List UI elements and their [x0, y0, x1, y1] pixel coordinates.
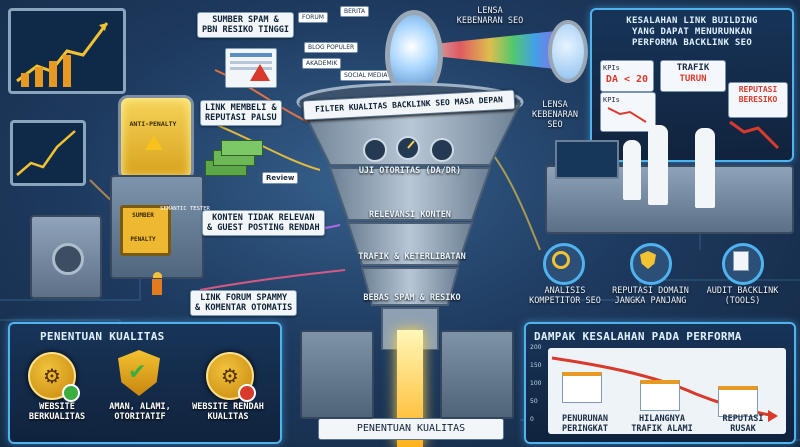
desk-monitor: [555, 140, 619, 179]
semantic-tester-label: SEMANTIC TESTER: [160, 206, 210, 212]
stage-authority: UJI OTORITAS (DA/DR): [358, 166, 462, 176]
quality-title: PENENTUAN KUALITAS: [40, 330, 165, 343]
impact-window-2-icon: [640, 380, 680, 411]
y-tick-100: 100: [530, 380, 542, 387]
server-rack-left: [300, 330, 374, 419]
quality-item-3: WEBSITE RENDAH KUALITAS: [192, 402, 264, 422]
shield-icon: [640, 251, 656, 269]
quality-item-1: WEBSITE BERKUALITAS: [28, 402, 86, 422]
irrelevant-content-label: KONTEN TIDAK RELEVAN & GUEST POSTING REN…: [202, 210, 325, 236]
impact-title: DAMPAK KESALAHAN PADA PERFORMA: [534, 330, 742, 343]
kpi-traffic-head: TRAFIK: [676, 63, 710, 73]
search-doc-icon: [733, 251, 749, 271]
scientist-figure-3: [695, 128, 715, 208]
lens-right: [548, 20, 588, 83]
impact-window-1-icon: [562, 372, 602, 403]
tool-audit-label: AUDIT BACKLINK (TOOLS): [706, 286, 779, 306]
kpi-chart-head: KPIs: [603, 96, 620, 104]
tag-berita: BERITA: [340, 6, 370, 17]
down-trend-chart: [728, 118, 782, 152]
kpi-da: KPIs DA < 20: [600, 60, 654, 92]
spam-sources-label: SUMBER SPAM & PBN RESIKO TINGGI: [197, 12, 294, 38]
kpi-da-value: DA < 20: [605, 74, 649, 85]
kpi-reputation: REPUTASI BERESIKO: [728, 82, 788, 118]
tag-forum: FORUM: [298, 12, 328, 23]
penalty-label: PENALTY: [130, 236, 156, 243]
tag-blog-populer: BLOG POPULER: [304, 42, 359, 53]
tag-akademik: AKADEMIK: [302, 58, 342, 69]
server-rack-right: [440, 330, 514, 419]
stage-relevance: RELEVANSI KONTEN: [369, 210, 451, 220]
spam-forum-label: LINK FORUM SPAMMY & KOMENTAR OTOMATIS: [190, 290, 298, 316]
y-tick-50: 50: [530, 398, 538, 405]
growth-chart-screen-2: [10, 120, 86, 186]
kpi-traffic-value: TURUN: [679, 74, 707, 84]
scientist-figure-1: [623, 140, 641, 200]
anti-penalty-label: ANTI-PENALTY: [129, 120, 177, 128]
growth-chart-graphic: [16, 22, 109, 87]
low-quality-website-icon: ⚙: [206, 352, 254, 400]
control-desk: [545, 165, 794, 234]
kpi-da-head: KPIs: [603, 64, 620, 72]
stage-spam-free: BEBAS SPAM & RESIKO: [363, 293, 461, 303]
magnifier-icon: [552, 251, 570, 269]
warning-icon: [145, 135, 163, 150]
kpi-chart-box: KPIs: [600, 92, 656, 132]
lens-side-label: LENSA KEBENARAN SEO: [531, 100, 579, 130]
tool-competitor-label: ANALISIS KOMPETITOR SEO: [529, 286, 601, 306]
x-badge-icon: [238, 384, 256, 402]
competitor-analysis-icon: [543, 243, 585, 285]
warning-sign-icon: [250, 64, 270, 81]
checkmark-icon: ✔: [128, 360, 147, 385]
safe-box: [30, 215, 102, 299]
penalty-chamber: [120, 205, 171, 256]
kpi-reputation-value: REPUTASI BERESIKO: [738, 85, 778, 104]
impact-label-1: PENURUNAN PERINGKAT: [561, 414, 609, 434]
bottom-center-banner: PENENTUAN KUALITAS: [318, 418, 504, 440]
tool-reputation-label: REPUTASI DOMAIN JANGKA PANJANG: [612, 286, 689, 306]
impact-label-3: REPUTASI RUSAK: [722, 414, 764, 434]
kpi-traffic: TRAFIK TURUN: [660, 60, 726, 92]
sumber-label: SUMBER: [132, 212, 154, 219]
lens-top-label: LENSA KEBENARAN SEO: [456, 6, 524, 26]
y-tick-200: 200: [530, 344, 542, 351]
fake-links-label: LINK MEMBELI & REPUTASI PALSU: [200, 100, 282, 126]
bottom-center-label: PENENTUAN KUALITAS: [356, 423, 466, 434]
worker-figure: [152, 272, 164, 296]
safe-dial-icon: [52, 243, 84, 275]
money-stacks-icon: [205, 140, 265, 185]
impact-window-3-icon: [718, 386, 758, 417]
growth-chart-screen: [8, 8, 126, 94]
mistakes-title: KESALAHAN LINK BUILDING YANG DAPAT MENUR…: [626, 16, 758, 48]
review-tag: Review: [262, 172, 299, 184]
impact-label-2: HILANGNYA TRAFIK ALAMI: [631, 414, 693, 434]
stage-traffic: TRAFIK & KETERLIBATAN: [358, 252, 466, 262]
y-tick-150: 150: [530, 362, 542, 369]
down-trend-icon: [607, 107, 647, 123]
growth-chart-graphic-2: [16, 130, 76, 176]
impact-y-axis: 200 150 100 50 0: [530, 344, 544, 423]
check-badge-icon: [62, 384, 80, 402]
y-tick-0: 0: [530, 416, 534, 423]
scientist-figure-2: [648, 125, 668, 205]
quality-item-2: AMAN, ALAMI, OTORITATIF: [109, 402, 171, 422]
